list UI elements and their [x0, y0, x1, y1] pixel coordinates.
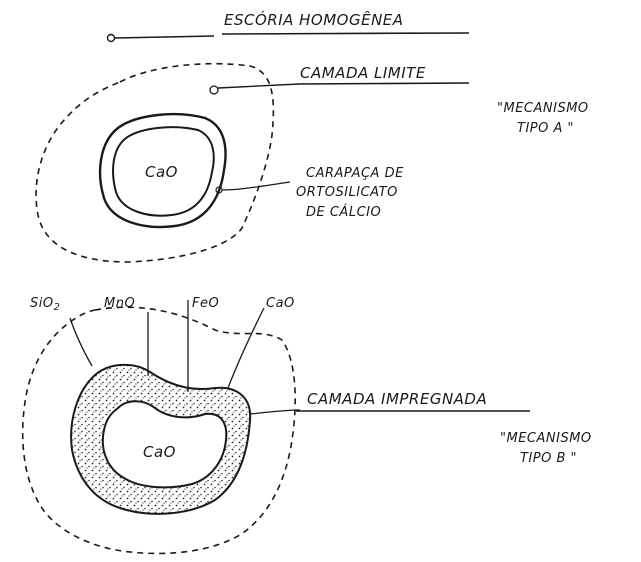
mechanism-b-caption-line1: "MECANISMO	[500, 431, 592, 446]
impregnated-layer	[71, 365, 250, 514]
core-a-label: CaO	[145, 163, 178, 181]
homogeneous-slag-label: ESCÓRIA HOMOGÊNEA	[224, 10, 404, 29]
core-b-label: CaO	[143, 443, 176, 461]
leader-cao	[228, 308, 264, 388]
shell-label-line3: DE CÁLCIO	[306, 204, 381, 220]
oxide-label-cao: CaO	[266, 296, 295, 311]
oxide-sio2-subscript: 2	[54, 302, 61, 313]
oxide-label-mno: MnO	[104, 296, 135, 311]
boundary-layer-label: CAMADA LIMITE	[300, 64, 426, 82]
boundary-layer-underline	[298, 83, 469, 84]
shell-leader	[222, 182, 290, 190]
outer-dashed-boundary	[23, 307, 296, 553]
shell-label-line1: CARAPAÇA DE	[306, 166, 404, 181]
impregnated-label: CAMADA IMPREGNADA	[307, 390, 487, 408]
homogeneous-slag-leader	[115, 36, 214, 38]
homogeneous-slag-marker	[108, 35, 115, 42]
homogeneous-slag-underline	[222, 33, 469, 34]
mechanism-b-caption-line2: TIPO B "	[520, 451, 577, 466]
oxide-label-feo: FeO	[192, 296, 219, 311]
mechanism-a-group: ESCÓRIA HOMOGÊNEA CAMADA LIMITE CaO CARA…	[36, 10, 589, 262]
shell-label-line2: ORTOSILICATO	[296, 185, 398, 200]
oxide-label-sio2: SiO2	[30, 296, 60, 313]
mechanism-a-caption-line2: TIPO A "	[517, 121, 574, 136]
boundary-layer-marker	[210, 86, 218, 94]
leader-sio2	[70, 318, 92, 366]
boundary-layer-leader	[218, 84, 299, 88]
mechanism-a-caption-line1: "MECANISMO	[497, 101, 589, 116]
impregnated-leader	[250, 410, 300, 414]
mechanism-b-group: CaO SiO2 MnO FeO CaO CAMADA IMPREGNADA "…	[23, 296, 592, 553]
